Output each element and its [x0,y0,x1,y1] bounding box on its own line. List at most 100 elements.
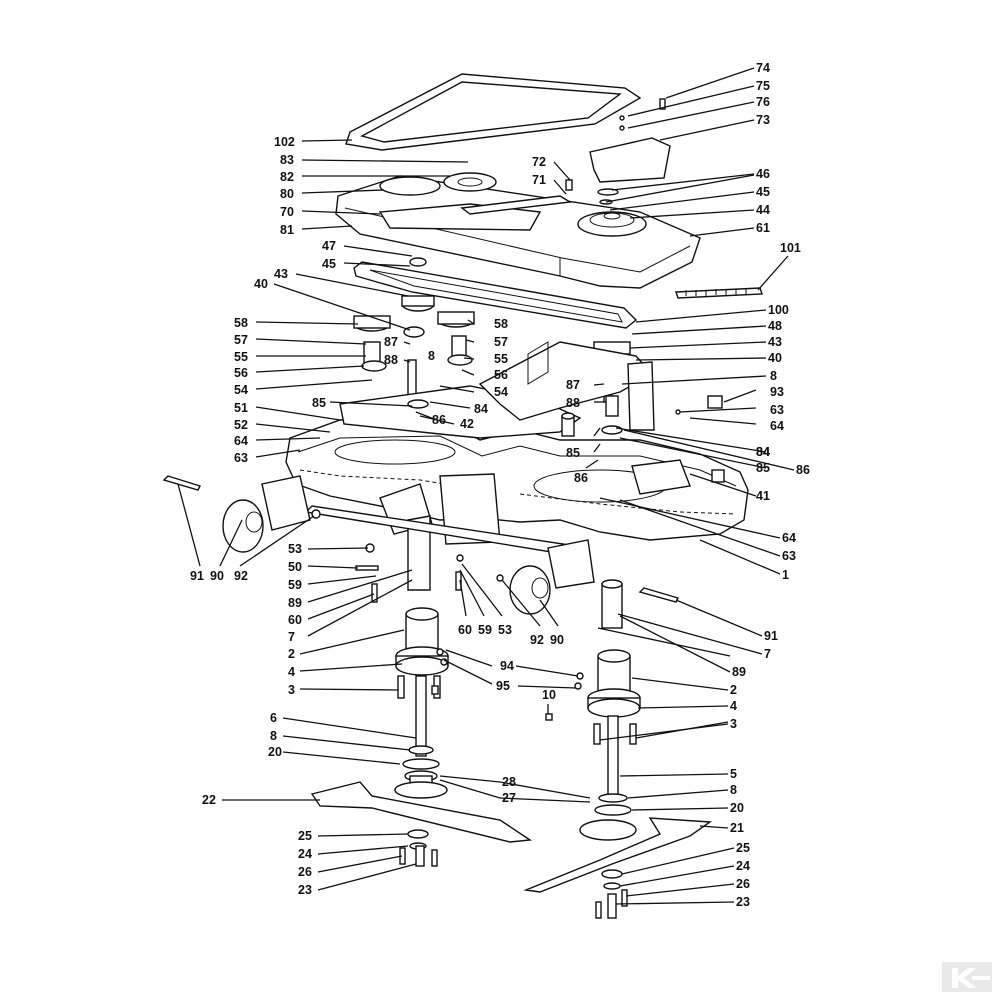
callout-label: 5 [730,767,737,781]
callout-label: 52 [234,418,248,432]
callout-label: 60 [288,613,302,627]
callout-label: 102 [274,135,295,149]
right-spindle-assembly-part [545,649,641,841]
tension-spring-part [675,287,763,299]
callout-label: 25 [298,829,312,843]
callout-label: 22 [202,793,216,807]
callout-label: 87 [566,378,580,392]
callout-label: 54 [234,383,248,397]
left-spindle-assembly-part [394,607,449,799]
callout-label: 2 [730,683,737,697]
callout-label: 86 [574,471,588,485]
callout-label: 42 [460,417,474,431]
callout-label: 3 [730,717,737,731]
brand-logo-icon [942,962,992,992]
callout-label: 8 [270,729,277,743]
callout-label: 71 [532,173,546,187]
callout-label: 40 [254,277,268,291]
leader-lines [177,67,795,905]
callout-label: 85 [566,446,580,460]
callout-label: 64 [770,419,784,433]
callout-label: 84 [474,402,488,416]
callout-label: 26 [298,865,312,879]
callout-label: 84 [756,445,770,459]
callout-label: 88 [566,396,580,410]
callout-label: 86 [796,463,810,477]
callout-label: 43 [768,335,782,349]
callout-label: 40 [768,351,782,365]
callout-label: 93 [770,385,784,399]
callout-label: 53 [288,542,302,556]
callout-label: 55 [494,352,508,366]
callout-label: 6 [270,711,277,725]
mower-deck-part [285,341,749,591]
callout-label: 100 [768,303,789,317]
callout-label: 85 [756,461,770,475]
callout-label: 92 [530,633,544,647]
callout-label: 51 [234,401,248,415]
cutting-blades-part [310,781,713,919]
callout-label: 7 [764,647,771,661]
callout-label: 50 [288,560,302,574]
callout-label: 59 [288,578,302,592]
callout-label: 90 [210,569,224,583]
callout-label: 60 [458,623,472,637]
callout-label: 27 [502,791,516,805]
callout-label: 76 [756,95,770,109]
callout-label: 95 [496,679,510,693]
callout-label: 8 [730,783,737,797]
callout-label: 44 [756,203,770,217]
callout-label: 20 [730,801,744,815]
callout-label: 73 [756,113,770,127]
callout-label: 24 [298,847,312,861]
callout-label: 56 [234,366,248,380]
callout-label: 63 [770,403,784,417]
wheel-axle-part [162,475,680,629]
callout-label: 70 [280,205,294,219]
callout-label: 8 [770,369,777,383]
callout-label: 57 [494,335,508,349]
callout-labels: 74 75 76 73 102 83 82 80 70 81 72 71 46 … [190,61,810,909]
callout-label: 85 [312,396,326,410]
callout-label: 80 [280,187,294,201]
callout-label: 64 [234,434,248,448]
callout-label: 88 [384,353,398,367]
callout-label: 25 [736,841,750,855]
callout-label: 1 [782,568,789,582]
callout-label: 43 [274,267,288,281]
callout-label: 101 [780,241,801,255]
callout-label: 45 [322,257,336,271]
callout-label: 8 [428,349,435,363]
callout-label: 45 [756,185,770,199]
callout-label: 2 [288,647,295,661]
callout-label: 86 [432,413,446,427]
drive-belt-part [345,73,642,151]
callout-label: 94 [500,659,514,673]
callout-label: 57 [234,333,248,347]
callout-label: 72 [532,155,546,169]
callout-label: 61 [756,221,770,235]
callout-label: 81 [280,223,294,237]
callout-label: 46 [756,167,770,181]
callout-label: 55 [234,350,248,364]
callout-label: 4 [288,665,295,679]
callout-label: 48 [768,319,782,333]
callout-label: 53 [498,623,512,637]
callout-label: 89 [288,596,302,610]
callout-label: 84 [756,445,770,459]
callout-label: 28 [502,775,516,789]
deck-belt-part [353,257,638,329]
callout-label: 56 [494,368,508,382]
callout-label: 20 [268,745,282,759]
hardware-fasteners-part [311,395,723,603]
deck-cover-part [335,172,701,289]
callout-label: 47 [322,239,336,253]
callout-label: 82 [280,170,294,184]
callout-label: 63 [782,549,796,563]
callout-label: 23 [298,883,312,897]
callout-label: 3 [288,683,295,697]
belt-guard-bracket-part [589,98,671,183]
callout-label: 24 [736,859,750,873]
callout-label: 87 [384,335,398,349]
